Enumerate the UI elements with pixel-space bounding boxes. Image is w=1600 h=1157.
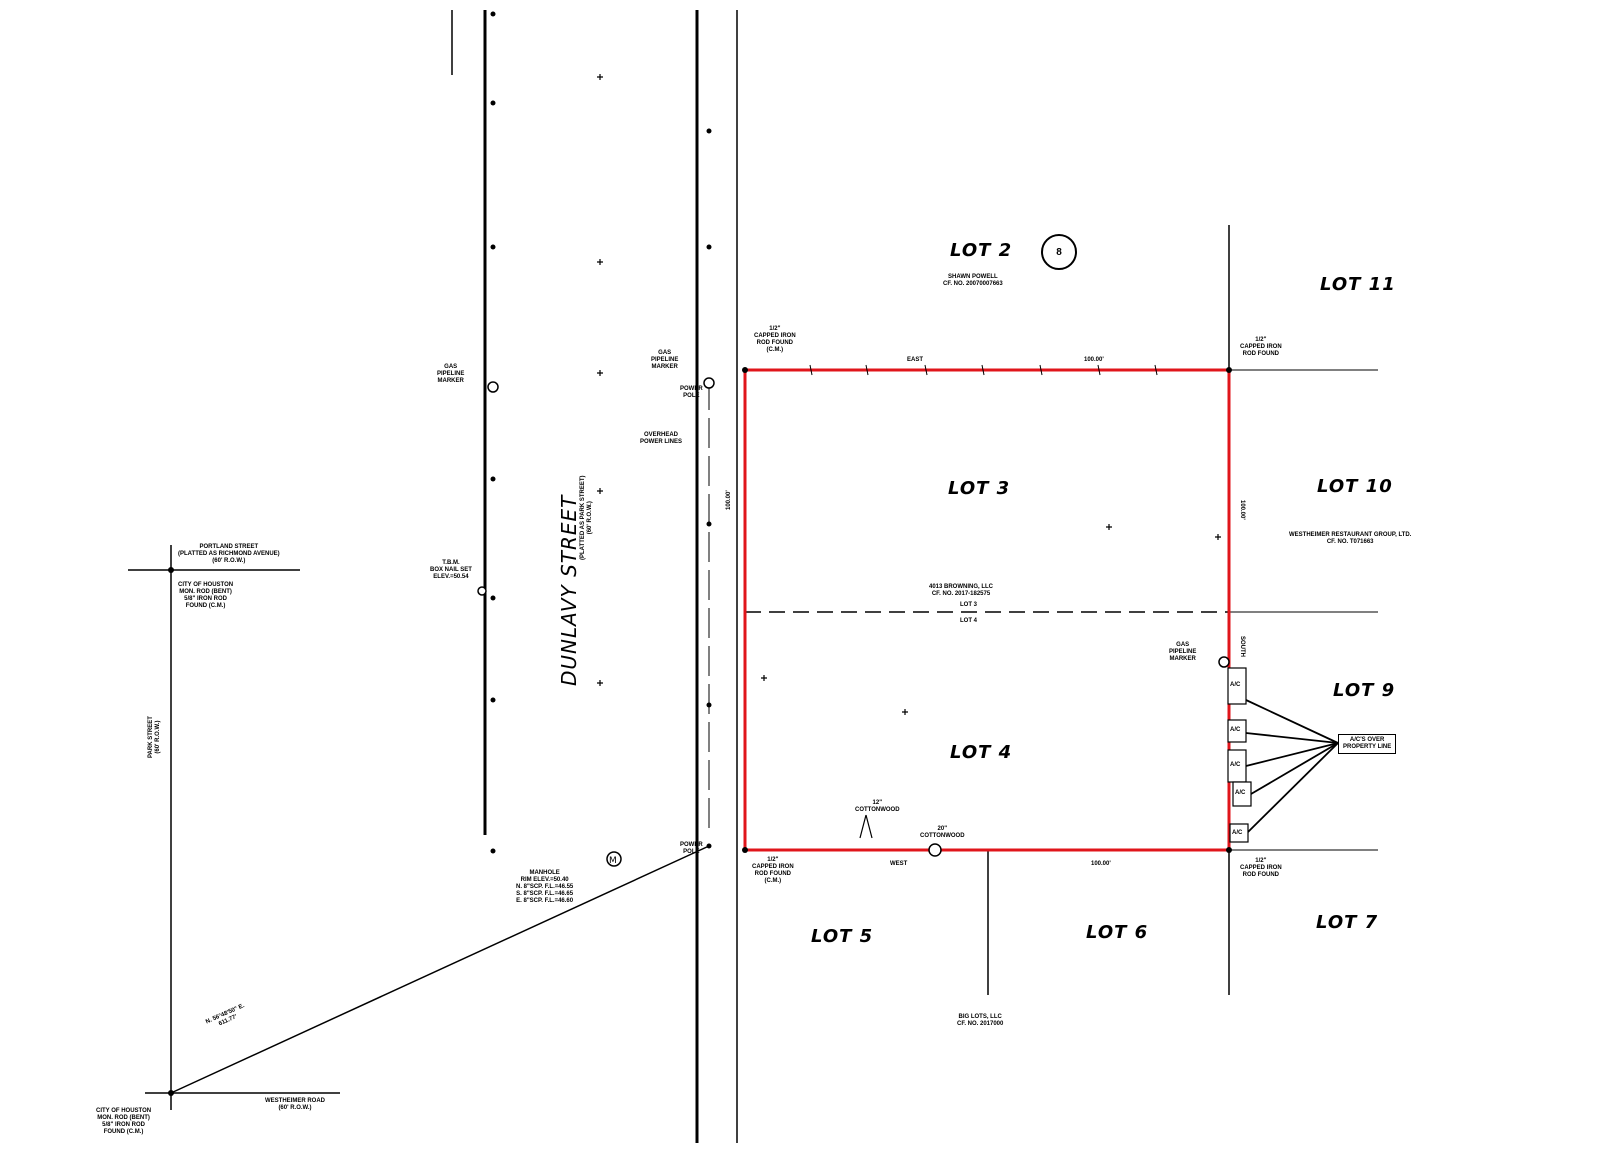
lot-5-label: LOT 5: [811, 926, 874, 947]
power-pole-top-note: POWER POLE: [680, 386, 703, 399]
tree-cottonwood-small-icon: [859, 814, 873, 839]
corner-ne-marker: [1226, 367, 1232, 373]
pipeline-marker-left-note: GAS PIPELINE MARKER: [437, 364, 465, 384]
lot-10-label: LOT 10: [1317, 476, 1393, 497]
ac-units: [1227, 667, 1252, 843]
westheimer-road-note: WESTHEIMER ROAD (60' R.O.W.): [265, 1098, 325, 1111]
owner-lot10-note: WESTHEIMER RESTAURANT GROUP, LTD. CF. NO…: [1289, 532, 1412, 545]
south-distance: 100.00': [1091, 861, 1111, 867]
corner-se-note: 1/2" CAPPED IRON ROD FOUND: [1240, 858, 1282, 878]
lot-4-label: LOT 4: [950, 742, 1013, 763]
owner-lot6-note: BIG LOTS, LLC CF. NO. 2017000: [957, 1014, 1004, 1027]
tree-cottonwood-icon: [928, 843, 942, 857]
ac-label-3: A/C: [1230, 762, 1241, 768]
lot-line-label-bottom: LOT 4: [960, 618, 978, 624]
power-pole-bottom-note: POWER POLE: [680, 842, 703, 855]
block-number-badge: 8: [1041, 234, 1077, 270]
lot-7-label: LOT 7: [1316, 912, 1379, 933]
lot-11-label: LOT 11: [1320, 274, 1396, 295]
corner-nw-marker: [742, 367, 748, 373]
block-number: 8: [1056, 246, 1062, 258]
portland-street-note: PORTLAND STREET (PLATTED AS RICHMOND AVE…: [178, 544, 280, 564]
ac-label-5: A/C: [1232, 830, 1243, 836]
lot-2-label: LOT 2: [950, 240, 1013, 261]
corner-sw-marker: [742, 847, 748, 853]
corner-se-marker: [1226, 847, 1232, 853]
overhead-power-note: OVERHEAD POWER LINES: [640, 432, 683, 445]
east-bearing: SOUTH: [1239, 636, 1245, 657]
east-distance: 100.00': [1239, 500, 1245, 520]
ac-label-1: A/C: [1230, 682, 1241, 688]
pipeline-marker-right-icon: [1218, 656, 1230, 668]
fence-ticks: [809, 364, 1158, 376]
city-monument-top-note: CITY OF HOUSTON MON. ROD (BENT) 5/8" IRO…: [178, 582, 234, 609]
park-street-note: PARK STREET (60' R.O.W.): [148, 716, 161, 758]
corner-sw-note: 1/2" CAPPED IRON ROD FOUND (C.M.): [752, 857, 794, 884]
elevation-points: [490, 11, 712, 854]
lot-6-label: LOT 6: [1086, 922, 1149, 943]
north-bearing: EAST: [907, 357, 924, 363]
cottonwood-1-note: 12" COTTONWOOD: [855, 800, 900, 813]
city-monument-top-icon: [168, 567, 174, 573]
pipeline-marker-mid-note: GAS PIPELINE MARKER: [651, 350, 679, 370]
ac-label-4: A/C: [1235, 790, 1246, 796]
lot-3-label: LOT 3: [948, 478, 1011, 499]
subject-property-boundary: [743, 368, 1231, 852]
tbm-note: T.B.M. BOX NAIL SET ELEV.=50.54: [430, 560, 472, 580]
west-distance: 100.00': [726, 490, 732, 510]
cottonwood-2-note: 20" COTTONWOOD: [920, 826, 965, 839]
corner-nw-note: 1/2" CAPPED IRON ROD FOUND (C.M.): [754, 326, 796, 353]
dunlavy-street-sub: (PLATTED AS PARK STREET) (60' R.O.W.): [580, 475, 593, 560]
north-distance: 100.00': [1084, 357, 1104, 363]
dunlavy-street-label: DUNLAVY STREET: [557, 494, 581, 686]
tie-line: [170, 845, 710, 1094]
manhole-icon: [606, 851, 622, 867]
pipeline-marker-right-note: GAS PIPELINE MARKER: [1169, 642, 1197, 662]
owner-lot2-note: SHAWN POWELL CF. NO. 20070007663: [943, 274, 1003, 287]
tbm-icon: [477, 586, 487, 596]
south-bearing: WEST: [890, 861, 908, 867]
lot-line-label-top: LOT 3: [960, 602, 978, 608]
ac-label-2: A/C: [1230, 727, 1241, 733]
owner-subject-note: 4013 BROWNING, LLC CF. NO. 2017-182575: [929, 584, 994, 597]
manhole-note: MANHOLE RIM ELEV.=50.40 N. 8"SCP. F.L.=4…: [516, 870, 574, 904]
pipeline-marker-mid-icon: [703, 377, 715, 389]
city-monument-bottom-note: CITY OF HOUSTON MON. ROD (BENT) 5/8" IRO…: [96, 1108, 152, 1135]
lot-9-label: LOT 9: [1333, 680, 1396, 701]
ac-callout-leaders: [1245, 699, 1339, 833]
pipeline-marker-left-icon: [487, 381, 499, 393]
corner-ne-note: 1/2" CAPPED IRON ROD FOUND: [1240, 337, 1282, 357]
svg-text:M: M: [609, 856, 617, 866]
spot-elevation-marks: [597, 74, 1221, 715]
ac-over-property-line-callout: A/C'S OVER PROPERTY LINE: [1338, 734, 1397, 754]
city-monument-bottom-icon: [168, 1090, 174, 1096]
